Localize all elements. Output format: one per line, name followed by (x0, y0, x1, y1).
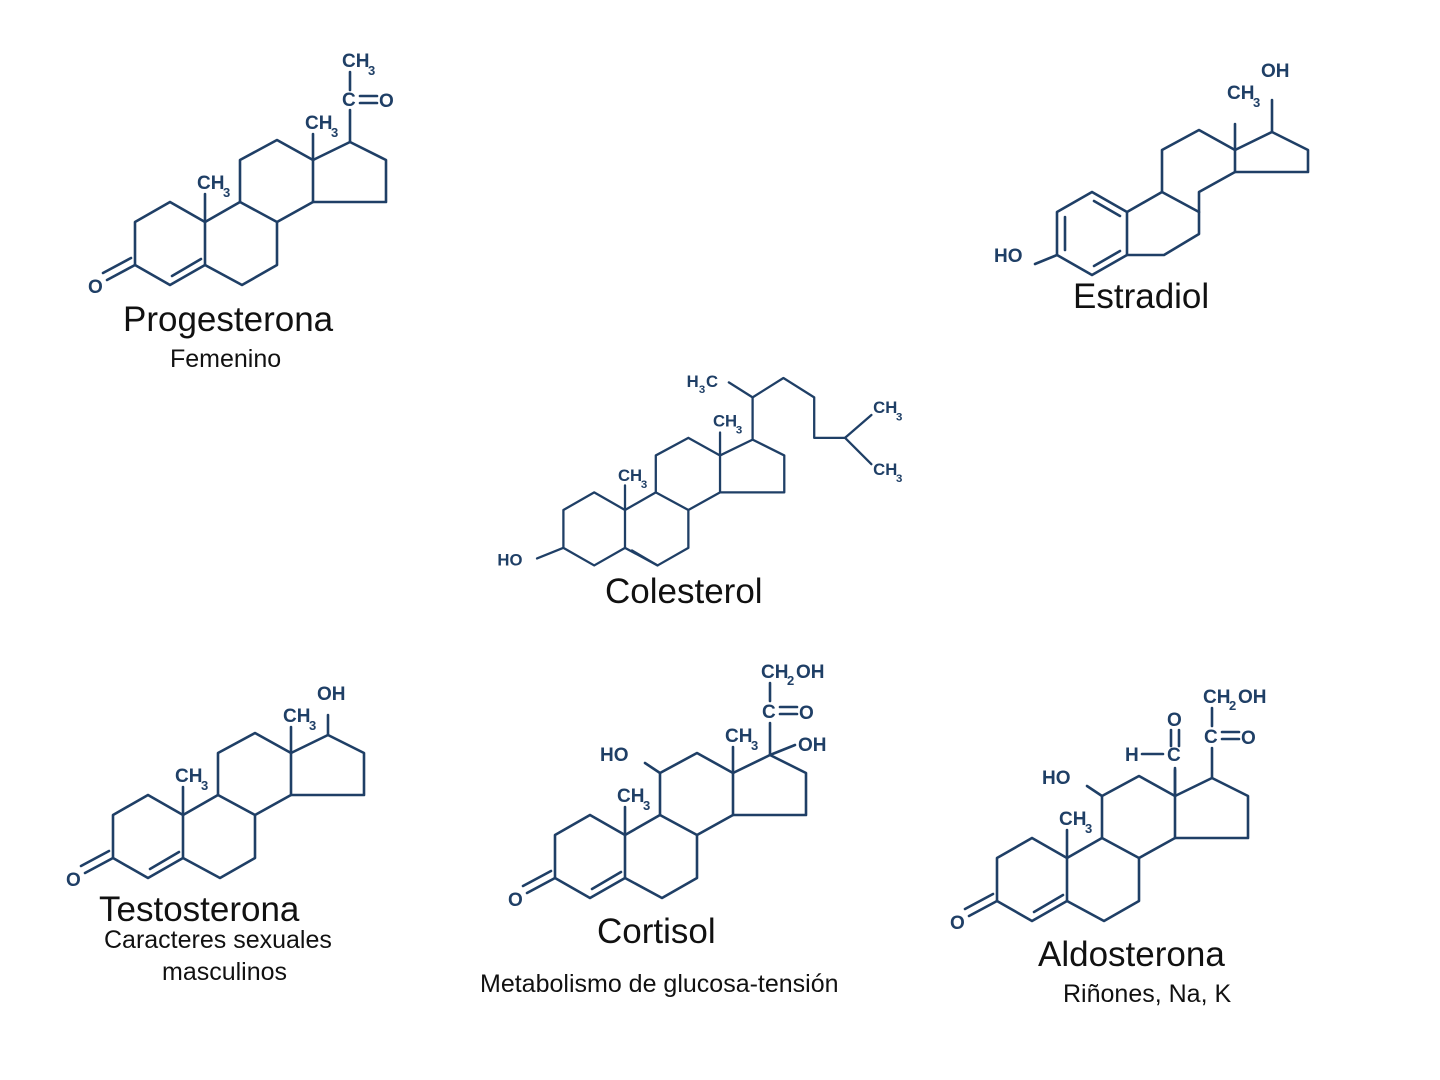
svg-text:3: 3 (1085, 821, 1092, 836)
svg-text:2: 2 (787, 673, 794, 688)
svg-text:CH: CH (873, 460, 897, 479)
svg-text:3: 3 (641, 479, 647, 491)
svg-text:O: O (1241, 728, 1256, 749)
cortisol-description: Metabolismo de glucosa-tensión (480, 970, 839, 998)
svg-text:O: O (1167, 710, 1182, 731)
cortisol-structure: O CH 3 HO CH 3 OH C O CH 2 OH (508, 662, 827, 911)
svg-text:C: C (762, 702, 776, 723)
estradiol-structure: HO CH 3 OH (994, 61, 1310, 277)
svg-text:CH: CH (305, 113, 332, 134)
svg-text:3: 3 (331, 125, 338, 140)
svg-text:3: 3 (309, 718, 316, 733)
svg-text:HO: HO (497, 550, 522, 569)
svg-text:3: 3 (368, 63, 375, 78)
svg-text:CH: CH (342, 51, 369, 72)
svg-text:HO: HO (600, 745, 629, 766)
svg-text:3: 3 (896, 473, 902, 485)
svg-text:O: O (88, 277, 103, 298)
svg-text:O: O (799, 703, 814, 724)
svg-text:OH: OH (798, 735, 827, 756)
svg-text:H: H (687, 372, 699, 391)
svg-text:CH: CH (283, 706, 310, 727)
svg-text:CH: CH (873, 398, 897, 417)
svg-text:C: C (706, 372, 718, 391)
svg-text:CH: CH (617, 786, 644, 807)
svg-text:O: O (66, 870, 81, 891)
svg-text:H: H (1125, 745, 1139, 766)
svg-text:CH: CH (175, 766, 202, 787)
svg-text:CH: CH (1203, 687, 1230, 708)
progesterone-structure: O CH 3 CH 3 C O CH 3 (88, 51, 394, 298)
testosterone-structure: O CH 3 CH 3 OH (66, 684, 366, 891)
svg-text:3: 3 (1253, 95, 1260, 110)
svg-text:CH: CH (713, 411, 737, 430)
svg-text:C: C (1167, 745, 1181, 766)
cholesterol-name: Colesterol (605, 572, 763, 611)
svg-text:3: 3 (699, 384, 705, 396)
testosterone-description-line2: masculinos (162, 958, 288, 986)
svg-text:3: 3 (201, 778, 208, 793)
progesterone-name: Progesterona (123, 300, 334, 339)
cortisol-name: Cortisol (597, 912, 716, 951)
svg-text:CH: CH (1059, 809, 1086, 830)
svg-text:OH: OH (1238, 687, 1267, 708)
svg-text:2: 2 (1229, 698, 1236, 713)
svg-text:C: C (342, 90, 356, 111)
cholesterol-structure: HO CH 3 CH 3 H 3 C CH 3 CH 3 (497, 372, 902, 570)
svg-text:OH: OH (317, 684, 346, 705)
svg-text:O: O (950, 913, 965, 934)
svg-text:CH: CH (197, 173, 224, 194)
svg-text:OH: OH (1261, 61, 1290, 82)
svg-text:O: O (508, 890, 523, 911)
svg-text:CH: CH (618, 466, 642, 485)
svg-text:CH: CH (725, 726, 752, 747)
svg-text:OH: OH (796, 662, 825, 683)
svg-text:3: 3 (643, 798, 650, 813)
svg-text:HO: HO (1042, 768, 1071, 789)
svg-text:3: 3 (896, 411, 902, 423)
svg-text:C: C (1204, 727, 1218, 748)
svg-text:O: O (379, 91, 394, 112)
svg-text:CH: CH (761, 662, 788, 683)
svg-text:3: 3 (223, 185, 230, 200)
svg-text:CH: CH (1227, 83, 1254, 104)
svg-text:HO: HO (994, 246, 1023, 267)
estradiol-name: Estradiol (1073, 277, 1210, 316)
aldosterone-name: Aldosterona (1038, 935, 1225, 974)
progesterone-description: Femenino (170, 345, 282, 373)
aldosterone-structure: O CH 3 HO H C O C O CH 2 OH (950, 687, 1267, 934)
svg-text:3: 3 (736, 424, 742, 436)
svg-text:3: 3 (751, 738, 758, 753)
aldosterone-description: Riñones, Na, K (1063, 980, 1232, 1008)
testosterone-name: Testosterona (99, 890, 300, 929)
testosterone-description-line1: Caracteres sexuales (104, 926, 332, 954)
